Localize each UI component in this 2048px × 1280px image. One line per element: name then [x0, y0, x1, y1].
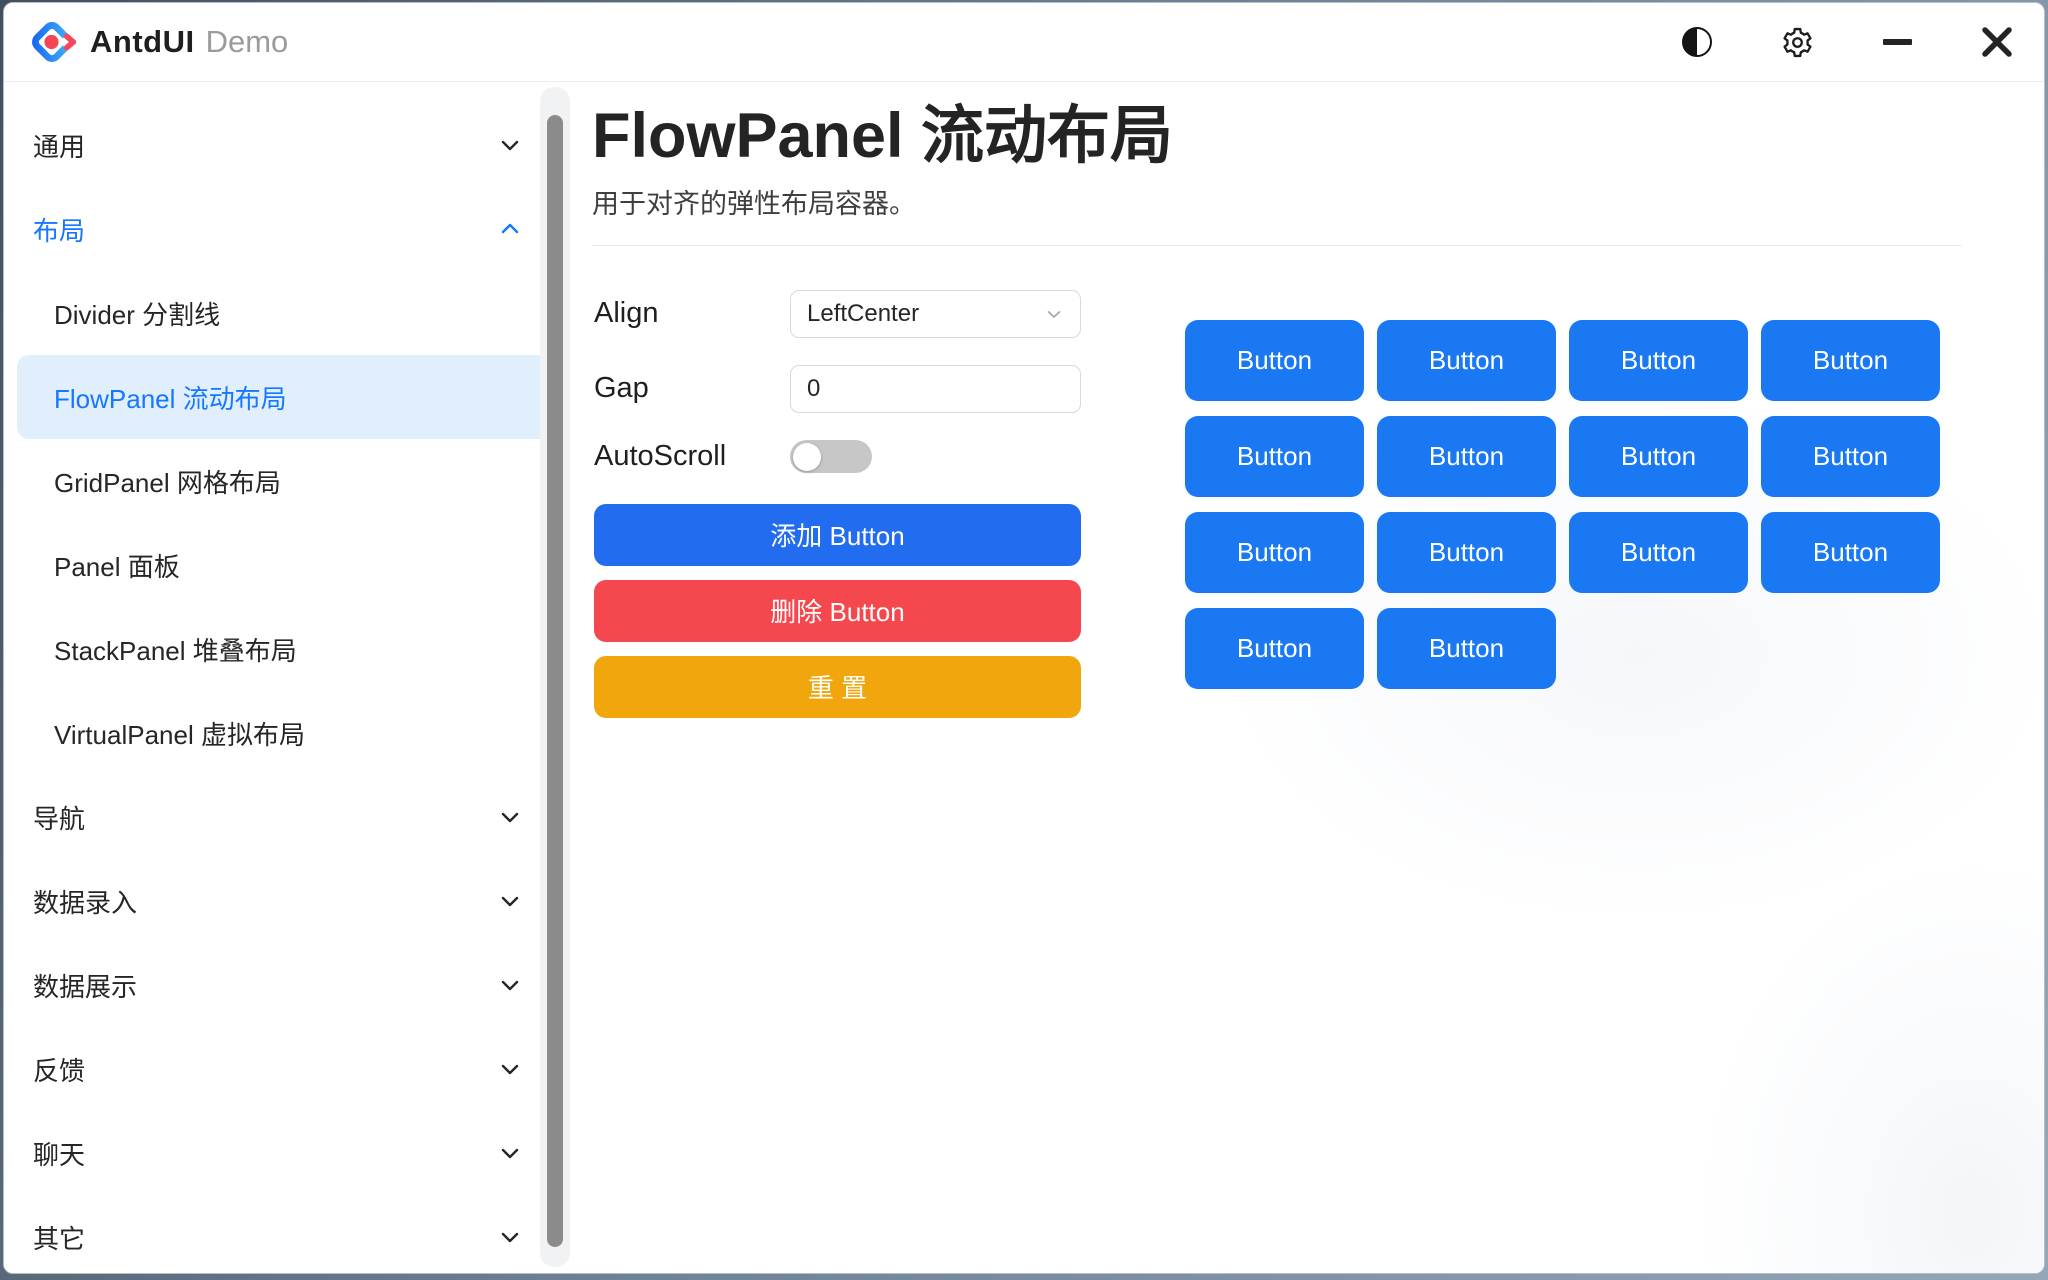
close-button[interactable] — [1980, 25, 2014, 59]
sidebar-item-label: 通用 — [33, 131, 86, 162]
sidebar-item-label: GridPanel 网格布局 — [54, 467, 281, 498]
sidebar-item-navigation[interactable]: 导航 — [4, 775, 573, 859]
theme-toggle-button[interactable] — [1680, 25, 1714, 59]
chevron-down-icon — [1047, 310, 1061, 318]
close-icon — [1982, 27, 2012, 57]
sidebar-item-label: 反馈 — [33, 1055, 86, 1086]
flow-button[interactable]: Button — [1569, 320, 1748, 401]
sidebar-item-label: 其它 — [33, 1223, 86, 1254]
sidebar-item-label: 导航 — [33, 803, 86, 834]
theme-contrast-icon — [1682, 27, 1712, 57]
chevron-down-icon — [498, 133, 522, 157]
chevron-up-icon — [498, 217, 522, 241]
gap-label: Gap — [594, 372, 649, 405]
sidebar-item-feedback[interactable]: 反馈 — [4, 1027, 573, 1111]
sidebar-item-data-entry[interactable]: 数据录入 — [4, 859, 573, 943]
flow-button[interactable]: Button — [1569, 512, 1748, 593]
sidebar-item-other[interactable]: 其它 — [4, 1195, 573, 1273]
sidebar-item-virtualpanel[interactable]: VirtualPanel 虚拟布局 — [4, 691, 573, 775]
sidebar-item-label: 布局 — [33, 215, 86, 246]
align-select-value: LeftCenter — [807, 299, 920, 327]
sidebar-item-label: FlowPanel 流动布局 — [54, 383, 287, 414]
flowpanel-demo-area: Button Button Button Button Button Butto… — [1185, 320, 1945, 689]
flow-button[interactable]: Button — [1377, 512, 1556, 593]
gap-input[interactable] — [807, 374, 1064, 403]
sidebar-scrollbar-track[interactable] — [540, 87, 570, 1267]
flow-button[interactable]: Button — [1185, 512, 1364, 593]
gear-icon — [1782, 27, 1812, 57]
sidebar-item-label: 聊天 — [33, 1139, 86, 1170]
flow-button[interactable]: Button — [1377, 320, 1556, 401]
sidebar-item-chat[interactable]: 聊天 — [4, 1111, 573, 1195]
chevron-down-icon — [498, 1141, 522, 1165]
sidebar-item-flowpanel[interactable]: FlowPanel 流动布局 — [17, 355, 560, 439]
sidebar-item-divider[interactable]: Divider 分割线 — [4, 271, 573, 355]
align-label: Align — [594, 297, 659, 330]
autoscroll-label: AutoScroll — [594, 440, 727, 473]
app-title: AntdUI — [90, 24, 195, 59]
sidebar-nav: 通用 布局 Divider 分割线 FlowPanel 流动布局 GridPan… — [4, 83, 573, 1273]
sidebar-item-label: VirtualPanel 虚拟布局 — [54, 719, 305, 750]
reset-button[interactable]: 重 置 — [594, 655, 1081, 718]
chevron-down-icon — [498, 889, 522, 913]
flow-button[interactable]: Button — [1185, 416, 1364, 497]
sidebar-item-panel[interactable]: Panel 面板 — [4, 523, 573, 607]
sidebar-scrollbar-thumb[interactable] — [547, 115, 563, 1247]
app-window: AntdUI Demo 通用 — [3, 2, 2045, 1274]
sidebar-item-stackpanel[interactable]: StackPanel 堆叠布局 — [4, 607, 573, 691]
sidebar-item-label: StackPanel 堆叠布局 — [54, 635, 297, 666]
flow-button[interactable]: Button — [1377, 416, 1556, 497]
page-subtitle: 用于对齐的弹性布局容器。 — [592, 188, 916, 219]
minimize-icon — [1882, 39, 1912, 45]
add-button[interactable]: 添加 Button — [594, 503, 1081, 566]
sidebar-item-label: 数据录入 — [33, 887, 138, 918]
demo-controls: Align LeftCenter Gap AutoScroll 添加 Butto… — [592, 289, 1081, 718]
toggle-knob-icon — [793, 442, 821, 471]
sidebar-item-gridpanel[interactable]: GridPanel 网格布局 — [4, 439, 573, 523]
sidebar-item-layout[interactable]: 布局 — [4, 187, 573, 271]
app-logo-icon — [32, 22, 77, 62]
flow-button[interactable]: Button — [1185, 320, 1364, 401]
flow-button[interactable]: Button — [1569, 416, 1748, 497]
autoscroll-toggle[interactable] — [790, 440, 872, 474]
flow-button[interactable]: Button — [1761, 416, 1940, 497]
flow-button[interactable]: Button — [1761, 320, 1940, 401]
autoscroll-row: AutoScroll — [594, 440, 1081, 474]
sidebar-item-label: 数据展示 — [33, 971, 138, 1002]
titlebar: AntdUI Demo — [4, 3, 2044, 82]
titlebar-buttons — [1680, 25, 2044, 59]
gap-row: Gap — [594, 364, 1081, 413]
settings-button[interactable] — [1780, 25, 1814, 59]
flow-button[interactable]: Button — [1377, 608, 1556, 689]
chevron-down-icon — [498, 1057, 522, 1081]
chevron-down-icon — [498, 973, 522, 997]
sidebar-item-general[interactable]: 通用 — [4, 103, 573, 187]
flow-button[interactable]: Button — [1185, 608, 1364, 689]
flow-button[interactable]: Button — [1761, 512, 1940, 593]
gap-input-wrap — [790, 364, 1081, 413]
sidebar-item-label: Divider 分割线 — [54, 299, 221, 330]
chevron-down-icon — [498, 1225, 522, 1249]
align-select[interactable]: LeftCenter — [790, 289, 1081, 338]
align-row: Align LeftCenter — [594, 289, 1081, 338]
minimize-button[interactable] — [1880, 25, 1914, 59]
delete-button[interactable]: 删除 Button — [594, 579, 1081, 642]
sidebar-item-label: Panel 面板 — [54, 551, 180, 582]
sidebar-item-data-display[interactable]: 数据展示 — [4, 943, 573, 1027]
app-title-suffix: Demo — [205, 24, 289, 59]
page-title: FlowPanel 流动布局 — [592, 101, 1174, 171]
chevron-down-icon — [498, 805, 522, 829]
content-divider — [592, 244, 1962, 246]
